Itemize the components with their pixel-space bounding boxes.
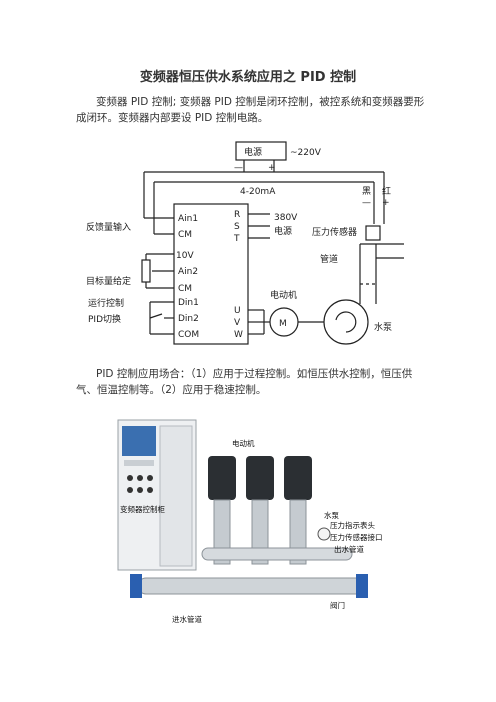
feedback-input-label: 反馈量输入	[86, 221, 131, 233]
photo-gauge-label: 压力指示表头	[330, 520, 375, 530]
pressure-sensor-label: 压力传感器	[312, 226, 357, 238]
document-title: 变频器恒压供水系统应用之 PID 控制	[139, 70, 357, 85]
photo-cabinet-label: 变频器控制柜	[120, 504, 165, 514]
pid-circuit-diagram: 电源 ~220V — + 4-20mA 黑 红 — + Ain1 CM 10V …	[86, 141, 404, 345]
motor-symbol: M	[279, 319, 287, 329]
pump-motor-2	[246, 456, 274, 500]
terminal-u: U	[234, 306, 241, 316]
pressure-sensor-box	[365, 225, 381, 241]
terminal-din2: Din2	[178, 314, 199, 324]
pump-circle	[323, 299, 369, 345]
intro-paragraph: 变频器 PID 控制; 变频器 PID 控制是闭环控制，被控系统和变频器要形成闭…	[76, 96, 425, 124]
terminal-cm1: CM	[178, 230, 192, 240]
pipe-label: 管道	[320, 253, 338, 265]
application-paragraph: PID 控制应用场合：（1）应用于过程控制。如恒压供水控制，恒压供气、恒温控制等…	[76, 368, 413, 396]
photo-motor-label: 电动机	[232, 438, 255, 448]
pressure-gauge-icon	[317, 527, 331, 541]
pump-motor-1	[208, 456, 236, 500]
terminal-t: T	[233, 234, 240, 244]
terminal-r: R	[234, 210, 240, 220]
pump-label: 水泵	[374, 321, 392, 333]
photo-outlet-label: 出水管道	[334, 544, 364, 554]
pump-motor-3	[284, 456, 312, 500]
terminal-10v: 10V	[176, 251, 194, 261]
motor-label: 电动机	[270, 289, 297, 301]
inlet-pipe	[137, 577, 365, 595]
terminal-com: COM	[178, 330, 199, 340]
photo-valve-label: 阀门	[330, 601, 345, 610]
plus-sign: +	[268, 163, 276, 173]
terminal-ain1: Ain1	[178, 214, 198, 224]
supply-voltage: ~220V	[290, 148, 322, 158]
signal-label: 4-20mA	[240, 187, 276, 197]
terminal-ain2: Ain2	[178, 267, 198, 277]
terminal-cm2: CM	[178, 284, 192, 294]
red-sign: +	[382, 198, 390, 208]
power-box	[235, 141, 287, 161]
red-wire: 红	[382, 185, 391, 197]
photo-sensor-port-label: 压力传感器接口	[330, 532, 383, 542]
mains-label: 电源	[274, 225, 292, 237]
inverter-box	[173, 203, 249, 345]
pid-switch-label: PID切换	[88, 313, 121, 325]
terminal-s: S	[234, 222, 240, 232]
terminal-din1: Din1	[178, 298, 199, 308]
terminal-w: W	[234, 330, 243, 340]
minus-sign: —	[234, 163, 243, 173]
terminal-v: V	[234, 318, 241, 328]
run-control-label: 运行控制	[88, 297, 124, 309]
voltage-380: 380V	[274, 213, 298, 223]
photo-inlet-label: 进水管道	[172, 614, 202, 624]
black-sign: —	[362, 198, 371, 208]
target-setting-label: 目标量给定	[86, 275, 131, 287]
black-wire: 黑	[362, 186, 371, 197]
potentiometer	[141, 259, 151, 283]
photo-pump-label: 水泵	[324, 510, 339, 520]
outlet-pipe	[201, 547, 353, 561]
pump-station-photo: 电动机 变频器控制柜 水泵 压力指示表头 压力传感器接口 出水管道 阀门 进水管…	[117, 419, 383, 624]
power-box-label: 电源	[244, 146, 262, 158]
